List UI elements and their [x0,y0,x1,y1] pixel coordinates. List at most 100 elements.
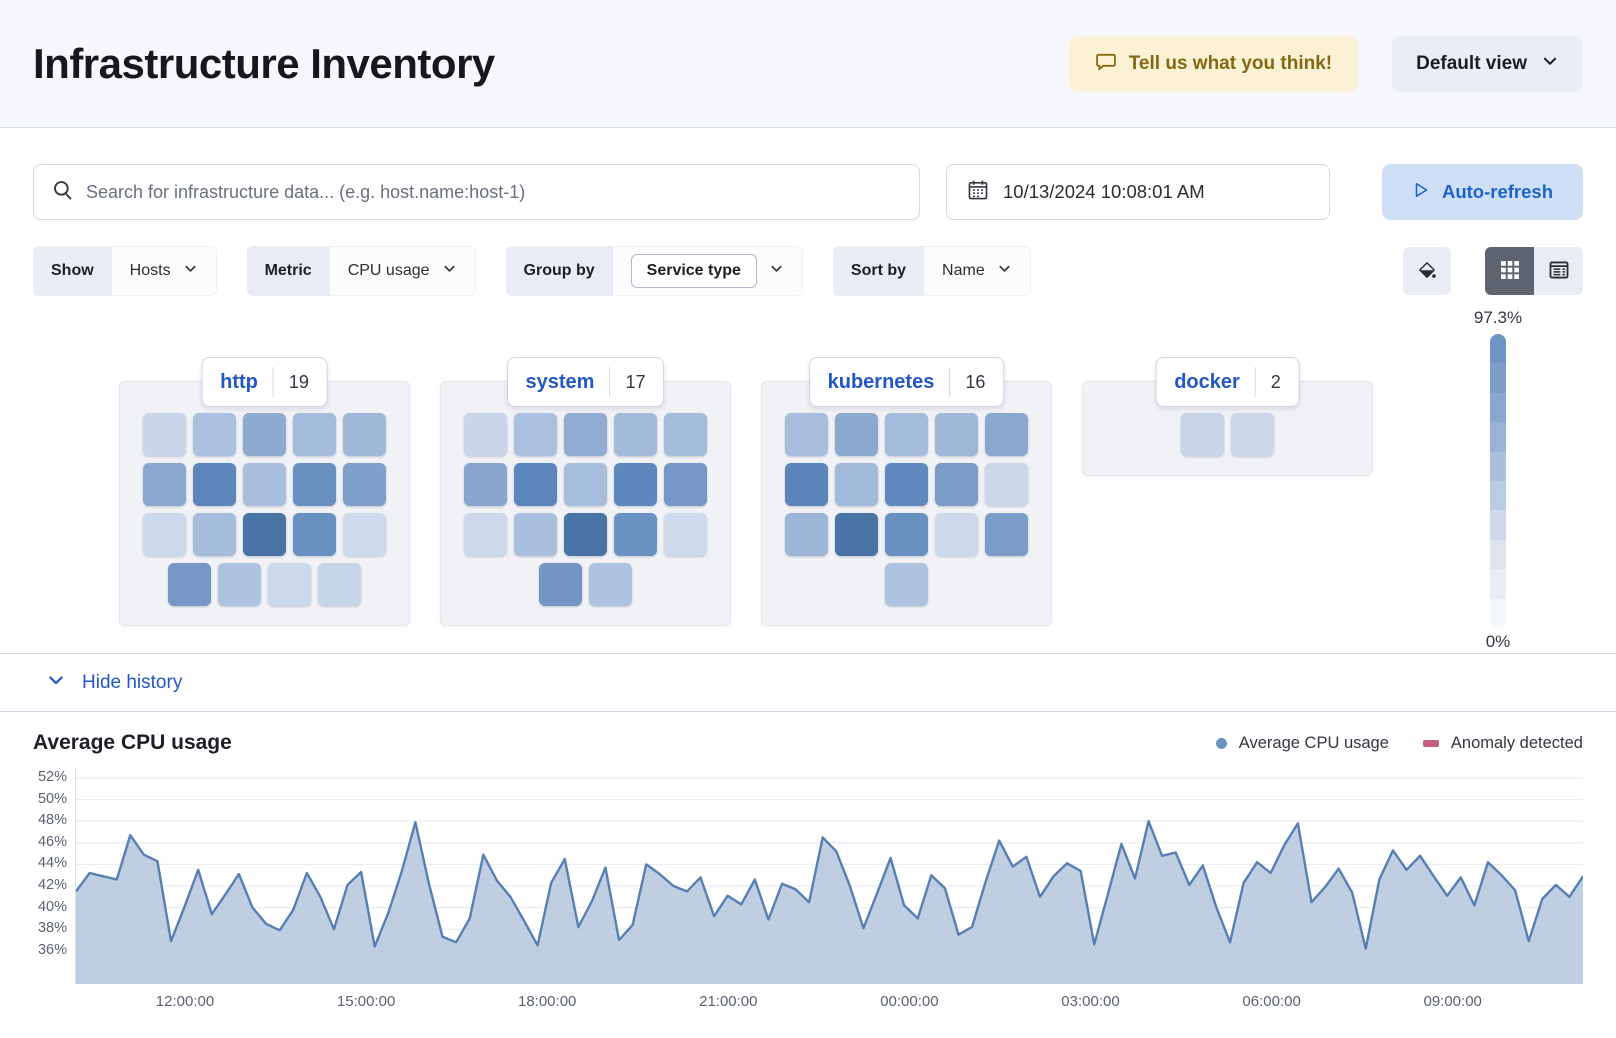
host-cell[interactable] [985,463,1028,506]
host-cell[interactable] [935,513,978,556]
host-cell[interactable] [193,463,236,506]
x-tick-label: 21:00:00 [699,993,758,1010]
group-by-filter-label: Group by [505,246,613,296]
host-cell[interactable] [143,413,186,456]
service-group-count: 19 [288,371,309,392]
host-cell[interactable] [785,463,828,506]
host-cell[interactable] [564,513,607,556]
search-input[interactable] [86,181,901,203]
legend-dot-icon [1215,737,1227,749]
legend-item[interactable]: Average CPU usage [1215,734,1389,753]
service-group-name: docker [1174,370,1240,393]
host-cell[interactable] [243,463,286,506]
host-cell[interactable] [1181,413,1224,456]
chart-plot[interactable] [75,768,1584,984]
host-cell[interactable] [589,563,632,606]
host-cell[interactable] [168,563,211,606]
grid-view-button[interactable] [1485,247,1534,295]
show-filter-value: Hosts [129,262,171,279]
host-cell[interactable] [143,513,186,556]
host-cell[interactable] [785,413,828,456]
service-group-count: 2 [1270,371,1281,392]
host-cell[interactable] [614,413,657,456]
host-cell[interactable] [243,513,286,556]
view-mode-toggle [1485,247,1583,295]
host-cell[interactable] [464,463,507,506]
scale-step [1490,334,1506,364]
host-cell[interactable] [835,463,878,506]
host-cell[interactable] [664,413,707,456]
legend-item[interactable]: Anomaly detected [1422,734,1583,753]
x-tick-label: 03:00:00 [1061,993,1120,1010]
table-view-button[interactable] [1534,247,1583,295]
y-tick-label: 44% [37,855,67,872]
host-cell[interactable] [564,463,607,506]
host-cell[interactable] [293,463,336,506]
x-tick-label: 09:00:00 [1423,993,1482,1010]
host-waffle [1099,413,1356,456]
host-cell[interactable] [835,413,878,456]
waffle-row [457,463,714,506]
host-cell[interactable] [318,563,361,606]
service-group-name: system [525,370,595,393]
group-by-filter-group: Group by Service type [505,246,803,296]
host-cell[interactable] [885,413,928,456]
host-cell[interactable] [514,463,557,506]
host-cell[interactable] [464,413,507,456]
host-cell[interactable] [343,413,386,456]
host-cell[interactable] [935,463,978,506]
host-cell[interactable] [614,463,657,506]
metric-filter-dropdown[interactable]: CPU usage [329,246,476,296]
chevron-down-icon [183,261,198,281]
auto-refresh-button[interactable]: Auto-refresh [1382,164,1583,220]
color-palette-button[interactable] [1403,247,1451,295]
x-tick-label: 00:00:00 [880,993,939,1010]
date-picker[interactable]: 10/13/2024 10:08:01 AM [946,164,1330,220]
host-cell[interactable] [1231,413,1274,456]
host-cell[interactable] [193,413,236,456]
show-filter-dropdown[interactable]: Hosts [111,246,217,296]
service-group-label-docker[interactable]: docker 2 [1155,357,1300,407]
host-cell[interactable] [785,513,828,556]
host-cell[interactable] [985,413,1028,456]
host-cell[interactable] [343,513,386,556]
host-cell[interactable] [218,563,261,606]
host-cell[interactable] [664,513,707,556]
host-cell[interactable] [885,563,928,606]
default-view-dropdown[interactable]: Default view [1392,35,1583,92]
host-cell[interactable] [143,463,186,506]
host-cell[interactable] [243,413,286,456]
host-cell[interactable] [935,413,978,456]
waffle-row [778,463,1035,506]
host-cell[interactable] [343,463,386,506]
hide-history-toggle[interactable]: Hide history [46,670,182,696]
host-cell[interactable] [564,413,607,456]
host-cell[interactable] [885,463,928,506]
host-cell[interactable] [885,513,928,556]
host-cell[interactable] [985,513,1028,556]
group-by-filter-dropdown[interactable]: Service type [612,246,803,296]
host-cell[interactable] [293,413,336,456]
host-cell[interactable] [464,513,507,556]
host-cell[interactable] [193,513,236,556]
host-waffle [136,413,393,606]
host-cell[interactable] [514,413,557,456]
host-cell[interactable] [614,513,657,556]
host-cell[interactable] [293,513,336,556]
host-cell[interactable] [514,513,557,556]
host-cell[interactable] [664,463,707,506]
waffle-row [136,413,393,456]
host-cell[interactable] [539,563,582,606]
host-cell[interactable] [268,563,311,606]
feedback-button[interactable]: Tell us what you think! [1068,35,1359,92]
sort-by-filter-dropdown[interactable]: Name [924,246,1031,296]
waffle-row [457,563,714,606]
metric-filter-label: Metric [246,246,330,296]
host-cell[interactable] [835,513,878,556]
